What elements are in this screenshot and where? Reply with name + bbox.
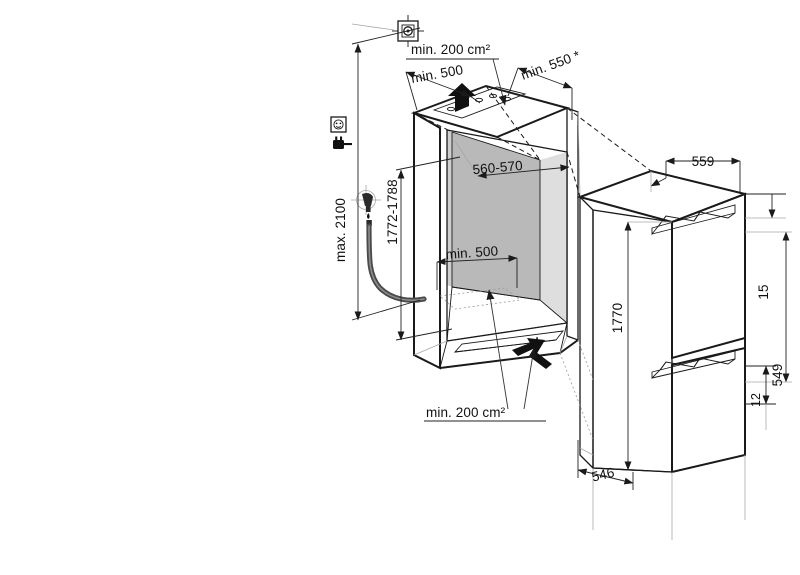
niche-left-inner-strip bbox=[447, 130, 452, 287]
niche-inner-edge-botback bbox=[451, 286, 541, 301]
top-vent-plate bbox=[432, 86, 527, 119]
alignment-line-left bbox=[577, 111, 581, 198]
dim-top-width-ext-l bbox=[405, 71, 418, 111]
label-appliance-height: 1770 bbox=[610, 303, 625, 333]
label-niche-height: 1772-1788 bbox=[385, 179, 400, 244]
dim-559-tick-l bbox=[650, 177, 667, 187]
door-gap-line-top bbox=[671, 337, 746, 359]
perspective-dash-top bbox=[413, 112, 498, 138]
socket-outlet-symbol bbox=[351, 15, 424, 47]
power-cable-highlight bbox=[368, 225, 425, 302]
dim-rear-clearance-line bbox=[436, 254, 518, 266]
leader-bottom-vent-b bbox=[523, 347, 537, 410]
dim-depth-550-ext-l bbox=[507, 67, 519, 97]
appliance-assembly bbox=[559, 107, 749, 474]
label-socket-max-height: max. 2100 bbox=[333, 198, 348, 262]
services-group bbox=[330, 15, 427, 303]
label-niche-width: 560-570 bbox=[472, 158, 523, 177]
alignment-dash-top bbox=[566, 107, 652, 172]
dimension-lines bbox=[351, 27, 792, 540]
niche-inner-edge-topback bbox=[451, 131, 541, 161]
niche-bottom-left-edge bbox=[439, 340, 448, 369]
label-appliance-width: 559 bbox=[692, 154, 715, 169]
label-vent-top-area: min. 200 cm² bbox=[411, 42, 491, 57]
plinth-guide-left bbox=[579, 447, 594, 456]
top-vent-hole-4 bbox=[488, 93, 498, 99]
perspective-dash-diag bbox=[485, 85, 541, 161]
dim-niche-height-ext-bot bbox=[395, 328, 453, 341]
dim-niche-width-line bbox=[477, 164, 570, 179]
bottom-guide-right bbox=[559, 335, 568, 354]
dim-max2100-ext-top bbox=[351, 27, 421, 45]
lower-door-handle[interactable] bbox=[651, 350, 736, 380]
label-rear-clearance: min. 500 bbox=[445, 243, 499, 262]
niche-bottom-right-edge bbox=[559, 322, 568, 354]
label-door-gap-top: 15 bbox=[756, 284, 771, 299]
dim-niche-width-ext-l bbox=[454, 140, 479, 177]
dim-546-line bbox=[577, 468, 634, 485]
label-appliance-depth: 546 bbox=[590, 465, 616, 485]
bottom-guide-left bbox=[413, 340, 448, 356]
label-vent-bottom-area: min. 200 cm² bbox=[426, 405, 506, 420]
dim-niche-height-ext-top bbox=[395, 156, 461, 171]
dim-max2100-ext-bot bbox=[351, 299, 421, 321]
perspective-dash-left bbox=[413, 112, 453, 133]
leader-top-vent bbox=[492, 58, 507, 106]
leader-bottom-vent-a bbox=[486, 289, 509, 410]
power-plug-symbol bbox=[333, 136, 352, 149]
dim-top-width-ext-r bbox=[469, 95, 481, 104]
label-lower-door-height: 549 bbox=[770, 364, 785, 387]
top-vent-hole-1 bbox=[446, 106, 456, 112]
upper-door-handle[interactable] bbox=[651, 204, 736, 236]
dim-depth-550-line bbox=[517, 67, 573, 89]
door-gap-line-bottom bbox=[671, 347, 746, 366]
label-plinth-gap: 12 bbox=[749, 393, 763, 407]
socket-icon-small bbox=[330, 116, 347, 133]
dim-top-width-line bbox=[405, 71, 471, 97]
niche-right-inner-wall bbox=[540, 152, 567, 323]
alignment-dash-bot bbox=[559, 352, 594, 441]
